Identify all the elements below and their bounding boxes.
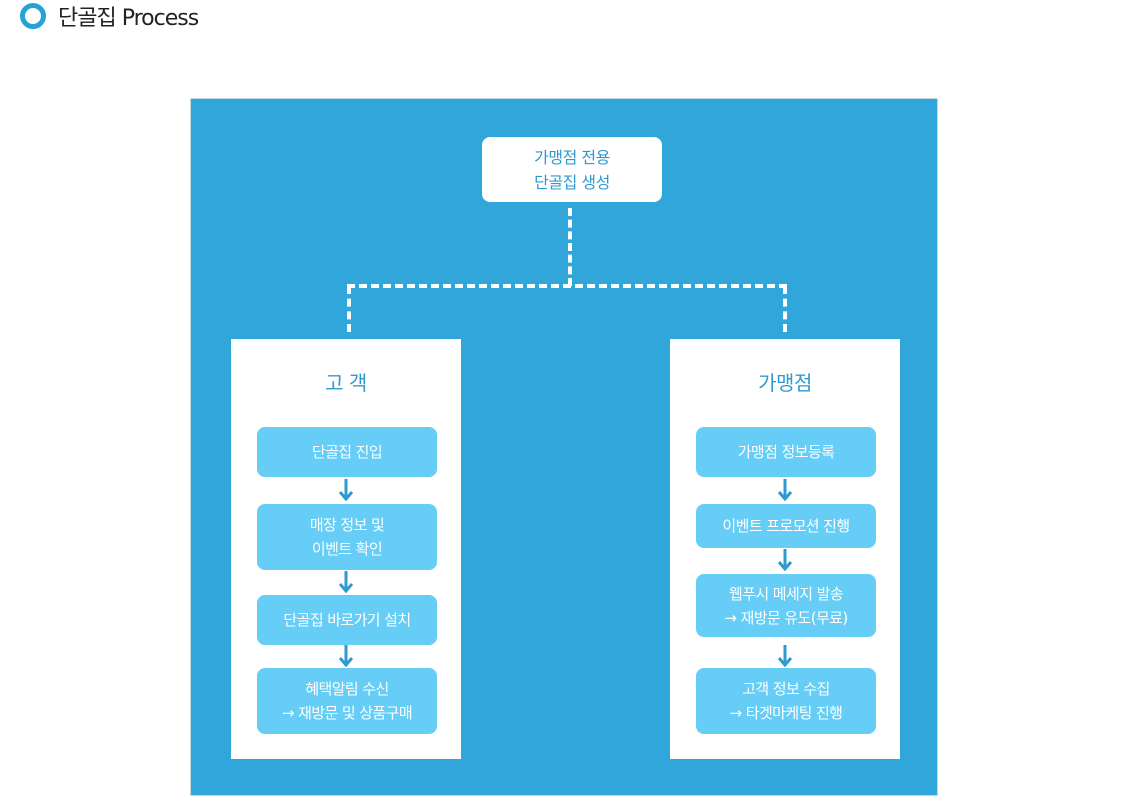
- merchant-step-4: 고객 정보 수집 → 타겟마케팅 진행: [696, 668, 876, 734]
- merchant-column-title: 가맹점: [758, 371, 812, 395]
- arrow-down-icon: [339, 571, 353, 593]
- step-label: → 재방문 및 상품구매: [281, 704, 413, 722]
- customer-step-4: 혜택알림 수신 → 재방문 및 상품구매: [257, 668, 437, 734]
- customer-step-3: 단골집 바로가기 설치: [257, 595, 437, 645]
- step-label: → 재방문 유도(무료): [724, 608, 848, 627]
- connector-horizontal: [347, 284, 787, 288]
- step-label: 단골집 바로가기 설치: [283, 611, 411, 629]
- customer-step-1: 단골집 진입: [257, 427, 437, 477]
- merchant-column: 가맹점 가맹점 정보등록 이벤트 프로모션 진행 웹푸시 메세지 발송 → 재방…: [670, 339, 900, 759]
- step-label: 단골집 진입: [311, 443, 383, 461]
- merchant-step-2: 이벤트 프로모션 진행: [696, 504, 876, 548]
- connector-right: [783, 286, 787, 332]
- ring-icon: [20, 3, 46, 29]
- top-node: 가맹점 전용 단골집 생성: [482, 137, 662, 202]
- merchant-step-3: 웹푸시 메세지 발송 → 재방문 유도(무료): [696, 574, 876, 637]
- top-node-line-2: 단골집 생성: [534, 172, 610, 192]
- step-label: 매장 정보 및: [309, 516, 385, 534]
- section-title: 단골집 Process: [58, 6, 199, 31]
- step-label: 이벤트 프로모션 진행: [722, 517, 850, 535]
- top-node-line-1: 가맹점 전용: [534, 147, 610, 167]
- step-label: 웹푸시 메세지 발송: [729, 584, 844, 603]
- step-label: 가맹점 정보등록: [737, 443, 835, 461]
- step-label: 이벤트 확인: [311, 540, 383, 558]
- arrow-down-icon: [778, 479, 792, 501]
- step-label: 혜택알림 수신: [305, 680, 389, 698]
- customer-column: 고 객 단골집 진입 매장 정보 및 이벤트 확인 단골집 바로가기 설치 혜택…: [231, 339, 461, 759]
- arrow-down-icon: [339, 645, 353, 667]
- step-label: → 타겟마케팅 진행: [729, 704, 843, 722]
- customer-step-2: 매장 정보 및 이벤트 확인: [257, 504, 437, 570]
- arrow-down-icon: [778, 645, 792, 667]
- customer-column-title: 고 객: [325, 371, 367, 395]
- arrow-down-icon: [778, 549, 792, 571]
- step-label: 고객 정보 수집: [742, 680, 830, 698]
- process-diagram-panel: 가맹점 전용 단골집 생성 고 객 단골집 진입 매장 정보 및 이벤트 확인 …: [190, 98, 938, 796]
- connector-left: [347, 286, 351, 332]
- merchant-step-1: 가맹점 정보등록: [696, 427, 876, 477]
- section-header: 단골집 Process: [20, 2, 199, 31]
- arrow-down-icon: [339, 479, 353, 501]
- connector-top: [568, 208, 572, 286]
